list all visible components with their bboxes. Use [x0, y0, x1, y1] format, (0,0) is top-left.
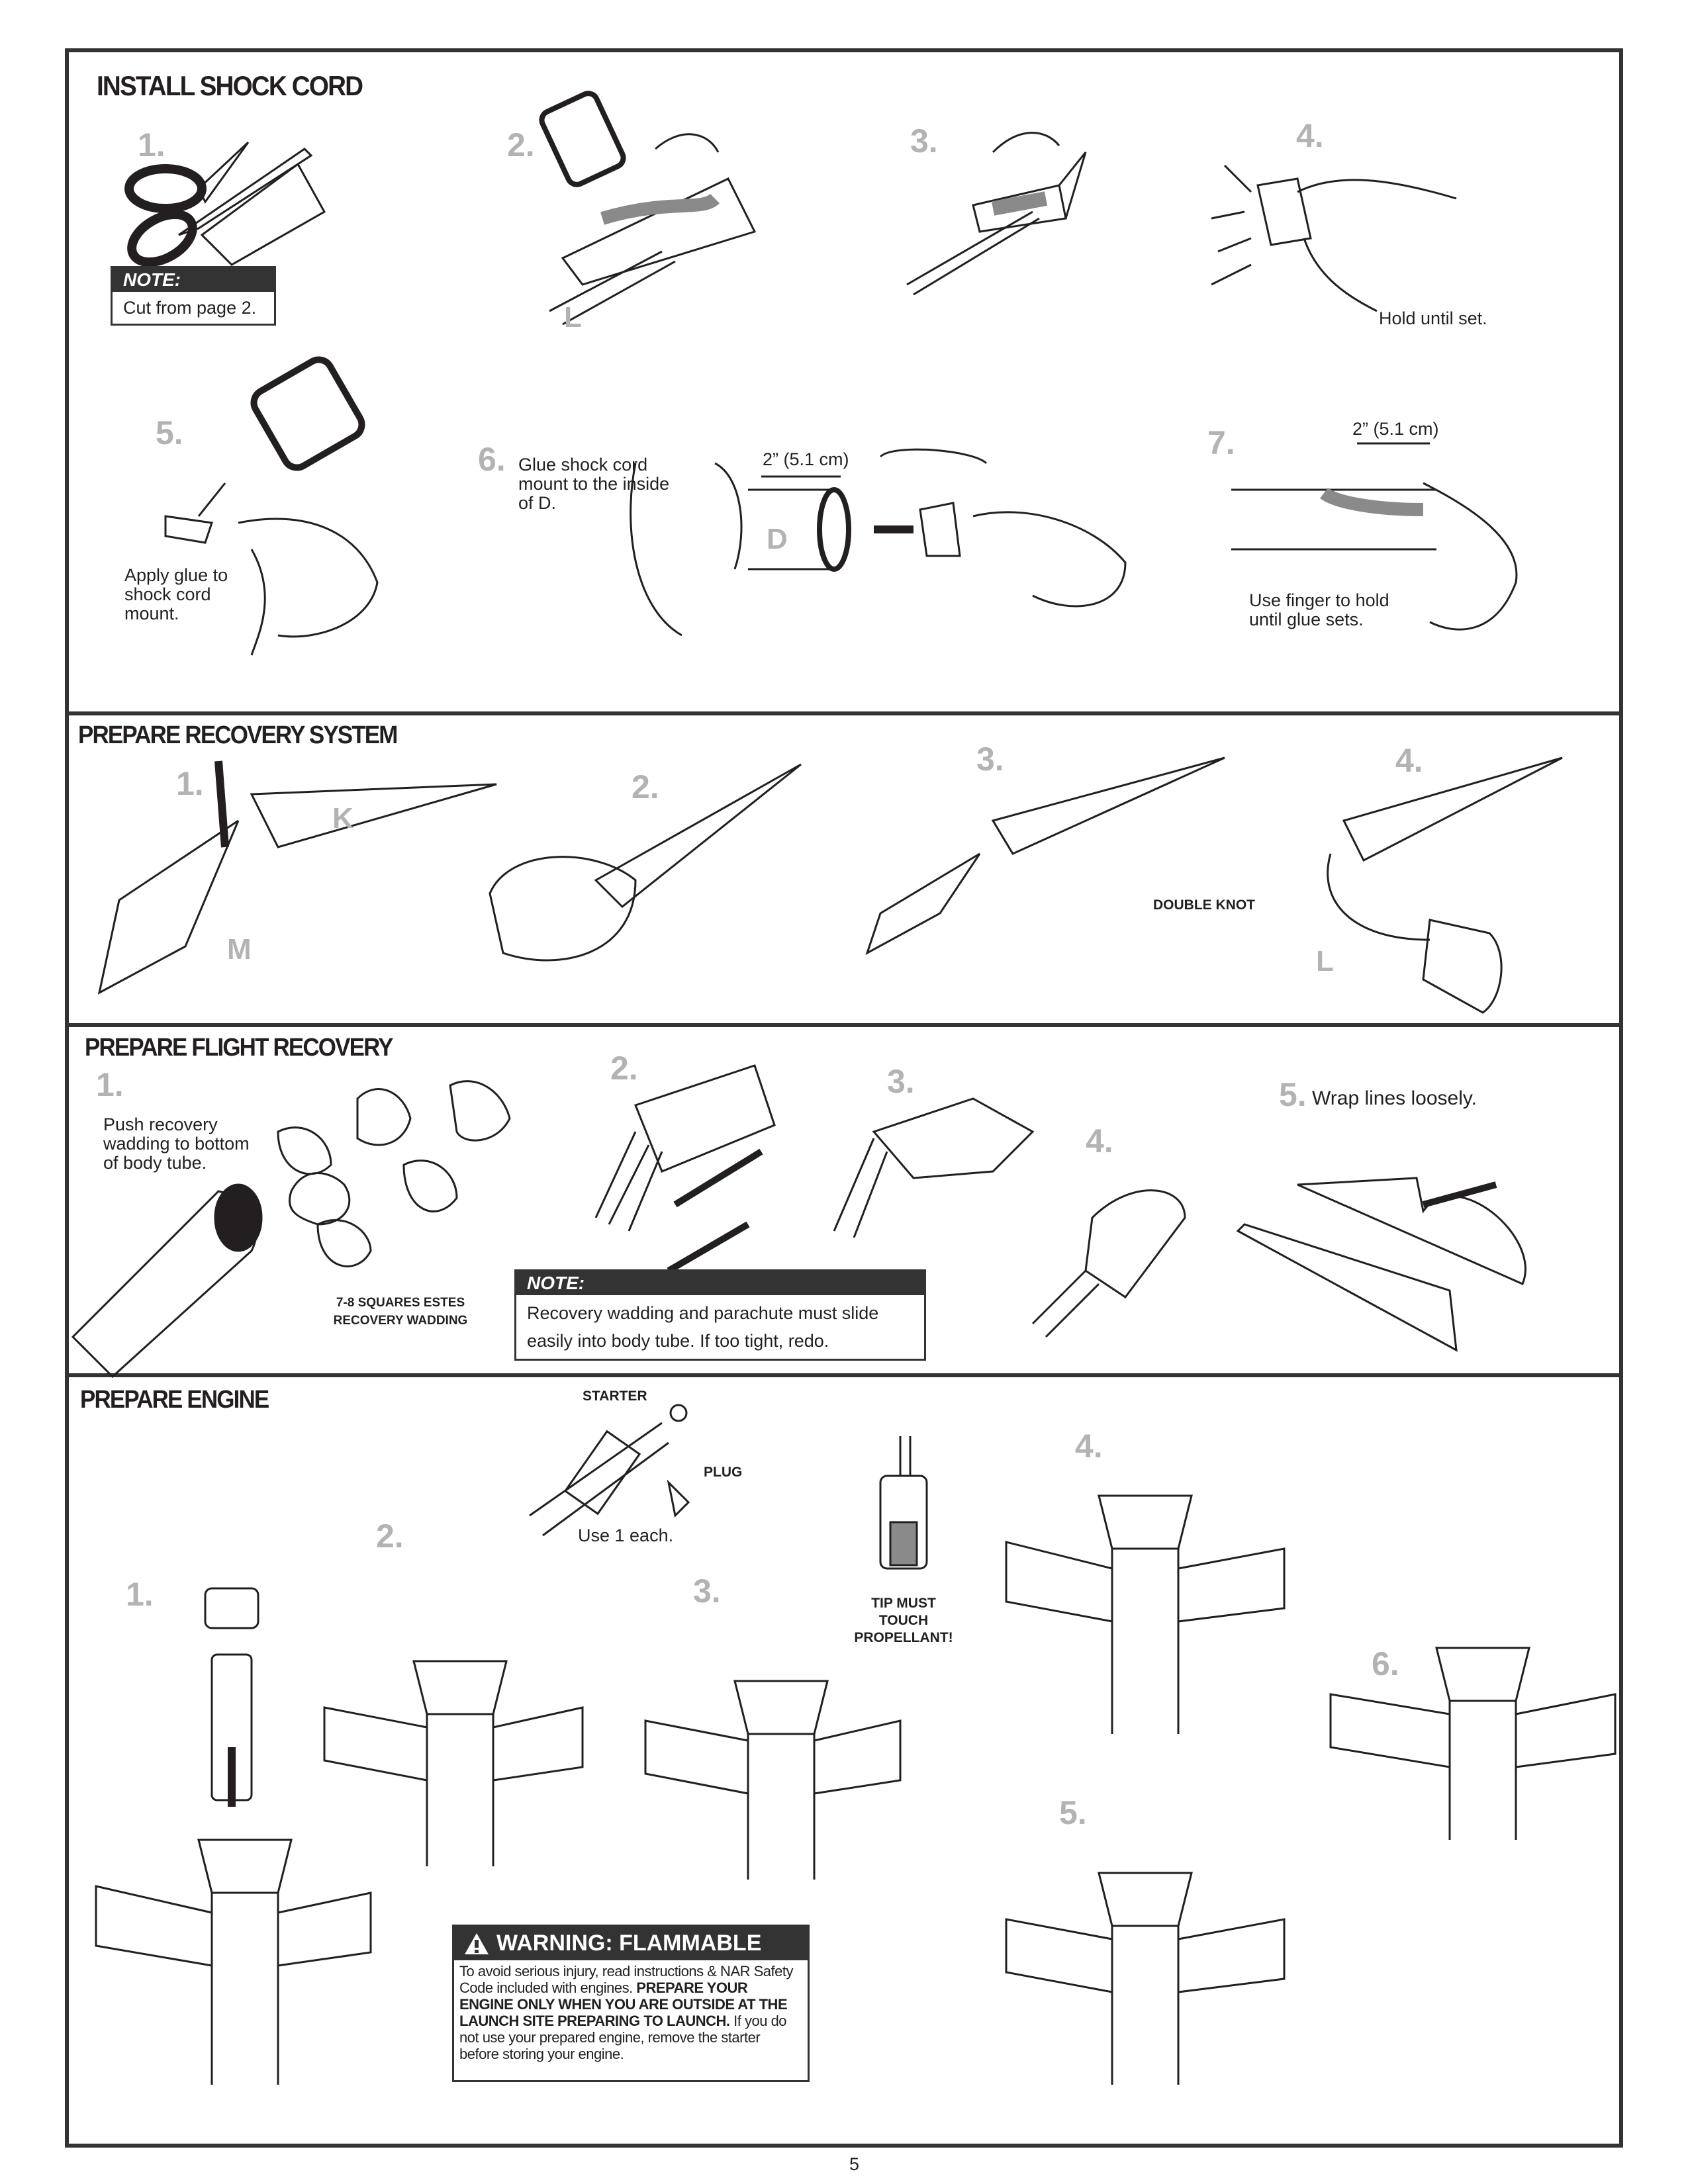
label-recovery-wadding: 7-8 SQUARES ESTES RECOVERY WADDING	[333, 1296, 468, 1328]
hand-hold-illustration	[1211, 165, 1456, 311]
warning-text-part: To avoid serious injury, read instructio…	[459, 1963, 794, 1996]
step-number: 1.	[138, 126, 165, 163]
page-number: 5	[849, 2154, 860, 2174]
label-starter: STARTER	[583, 1388, 647, 1404]
warning-text-bold: PREPARE YOUR ENGINE ONLY WHEN YOU ARE OU…	[459, 1979, 788, 2029]
label-plug: PLUG	[704, 1465, 743, 1480]
step-number: 3.	[887, 1063, 915, 1100]
label-tip-must-touch: TIP MUST TOUCH PROPELLANT!	[854, 1596, 953, 1645]
note-header: NOTE:	[113, 268, 274, 292]
caption-wrap-lines: Wrap lines loosely.	[1312, 1087, 1477, 1109]
caption-glue-mount: Glue shock cord mount to the inside of D…	[518, 455, 670, 513]
measure-mount-illustration	[1231, 443, 1517, 629]
step-number: 7.	[1207, 424, 1235, 461]
warning-header: WARNING: FLAMMABLE	[454, 1927, 808, 1960]
step-number: 6.	[1372, 1645, 1399, 1682]
fold-mount-illustration	[907, 133, 1086, 295]
part-label-l: L	[1316, 945, 1334, 978]
caption-use-finger: Use finger to hold until glue sets.	[1249, 590, 1389, 629]
step-number: 5.	[1279, 1076, 1307, 1113]
note-text: Cut from page 2.	[123, 298, 257, 318]
note-header: NOTE:	[516, 1271, 924, 1295]
step-number: 3.	[693, 1572, 721, 1610]
warning-title: WARNING: FLAMMABLE	[496, 1931, 762, 1956]
step-number: 1.	[126, 1576, 154, 1613]
step-number: 1.	[176, 765, 204, 802]
caption-use-each: Use 1 each.	[578, 1525, 674, 1545]
section-title-flight-recovery: PREPARE FLIGHT RECOVERY	[85, 1034, 393, 1062]
step-number: 4.	[1086, 1122, 1113, 1160]
label-double-knot: DOUBLE KNOT	[1153, 897, 1255, 913]
measurement-label: 2” (5.1 cm)	[1352, 419, 1439, 439]
body-tube-d-illustration	[631, 449, 1125, 635]
rocket-fin-illustrations	[96, 1496, 1615, 2085]
note-box: NOTE: Recovery wadding and parachute mus…	[514, 1269, 926, 1361]
warning-box: WARNING: FLAMMABLE To avoid serious inju…	[452, 1925, 810, 2082]
warning-text: To avoid serious injury, read instructio…	[454, 1960, 808, 2065]
section-divider	[65, 1023, 1623, 1027]
section-divider	[65, 1373, 1623, 1377]
part-label-m: M	[227, 933, 252, 966]
part-label-l: L	[564, 301, 582, 334]
section-divider	[65, 711, 1623, 715]
section-title-prepare-engine: PREPARE ENGINE	[80, 1386, 269, 1414]
warning-text-part: If you do not use your prepared engine, …	[459, 2013, 787, 2062]
caption-apply-glue: Apply glue to shock cord mount.	[124, 565, 228, 623]
engine-illustrations	[205, 1405, 927, 1807]
step-number: 1.	[96, 1066, 124, 1103]
scissors-illustration	[124, 142, 324, 272]
step-number: 2.	[376, 1518, 404, 1555]
step-number: 4.	[1395, 742, 1423, 779]
step-number: 2.	[507, 126, 535, 163]
step-number: 2.	[610, 1050, 638, 1087]
note-box: NOTE: Cut from page 2.	[111, 266, 276, 326]
step-number: 4.	[1296, 117, 1324, 154]
part-label-d: D	[767, 523, 788, 555]
step-number: 4.	[1075, 1428, 1103, 1465]
note-text: Recovery wadding and parachute must slid…	[527, 1303, 879, 1351]
step-number: 6.	[478, 441, 506, 478]
nose-cone-illustrations	[99, 758, 1562, 1013]
caption-hold: Hold until set.	[1379, 308, 1487, 328]
glue-bottle-illustration	[539, 91, 755, 324]
section-title-recovery-system: PREPARE RECOVERY SYSTEM	[78, 721, 398, 749]
measurement-label: 2” (5.1 cm)	[763, 449, 849, 469]
section-title-install-shock-cord: INSTALL SHOCK CORD	[97, 70, 363, 101]
step-number: 3.	[910, 122, 938, 159]
warning-triangle-icon	[465, 1933, 489, 1954]
page-frame	[65, 48, 1623, 2148]
wadding-illustrations	[73, 1066, 1525, 1377]
step-number: 3.	[976, 741, 1004, 778]
step-number: 5.	[156, 414, 183, 451]
part-label-k: K	[332, 802, 353, 835]
step-number: 5.	[1059, 1794, 1087, 1831]
apply-glue-illustration	[165, 355, 377, 655]
step-number: 2.	[632, 768, 659, 805]
caption-push-wadding: Push recovery wadding to bottom of body …	[103, 1115, 250, 1173]
